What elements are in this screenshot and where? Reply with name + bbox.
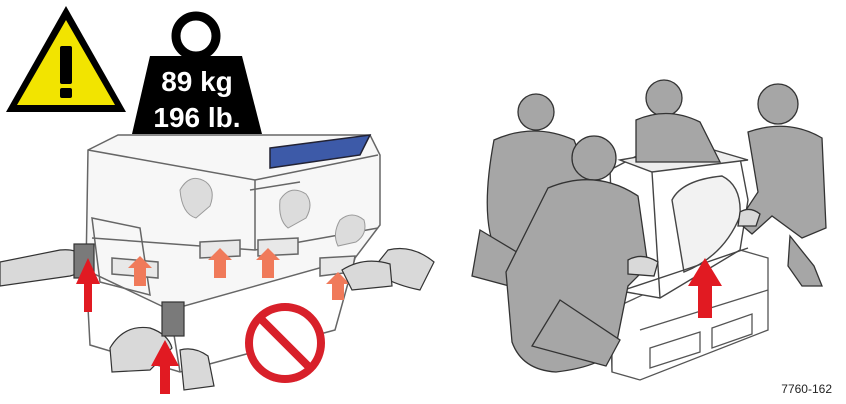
right-panel bbox=[472, 80, 826, 380]
weight-lb-label: 196 lb. bbox=[153, 102, 240, 133]
weight-icon: 89 kg 196 lb. bbox=[132, 16, 262, 134]
left-panel: 89 kg 196 lb. bbox=[0, 6, 434, 394]
prohibited-icon bbox=[249, 307, 321, 379]
weight-kg-label: 89 kg bbox=[161, 66, 233, 97]
warning-triangle-icon bbox=[6, 6, 126, 112]
figure-id: 7760-162 bbox=[781, 382, 832, 396]
person-back-center bbox=[636, 80, 720, 162]
